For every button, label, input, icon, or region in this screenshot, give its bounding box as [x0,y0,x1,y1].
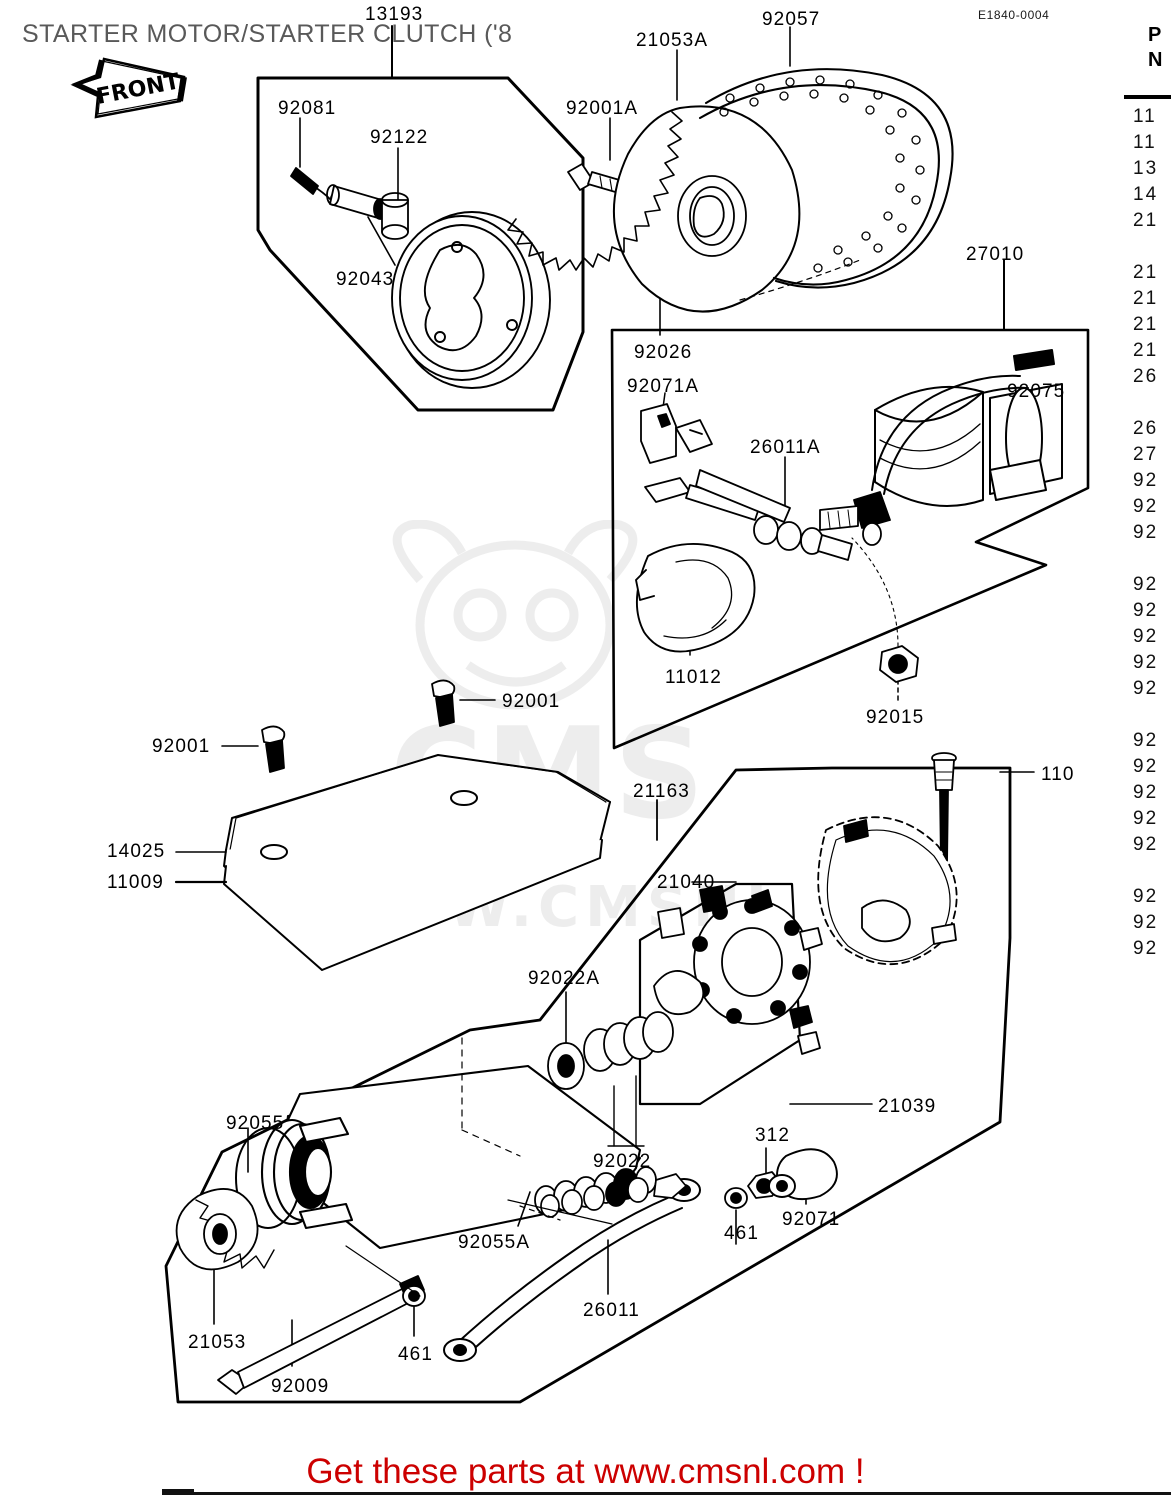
parts-list-row[interactable]: 92 [1133,730,1159,751]
part-callout-92001-left: 92001 [152,736,211,757]
parts-list-row[interactable]: 92 [1133,600,1159,621]
parts-list-row[interactable]: 92 [1133,678,1159,699]
parts-list-divider [1124,95,1171,99]
part-callout-92022: 92022 [593,1151,652,1172]
part-callout-14025: 14025 [107,841,166,862]
part-callout-92055: 92055 [226,1113,285,1134]
part-callout-92043: 92043 [336,269,395,290]
part-callout-92055A: 92055A [458,1232,531,1253]
parts-list-row[interactable]: 21 [1133,288,1159,309]
parts-list-row[interactable]: 92 [1133,522,1159,543]
parts-list-row[interactable]: 92 [1133,938,1159,959]
part-callout-11009: 11009 [107,872,164,893]
parts-list-row[interactable]: 92 [1133,886,1159,907]
parts-list-row[interactable]: 21 [1133,262,1159,283]
part-callout-461-left: 461 [398,1344,434,1365]
parts-list-row[interactable]: 21 [1133,210,1159,231]
parts-list-row[interactable]: 92 [1133,782,1159,803]
parts-list-row[interactable]: 92 [1133,574,1159,595]
parts-list-row[interactable]: 26 [1133,418,1159,439]
part-callout-92075: 92075 [1007,381,1066,402]
parts-list-row[interactable]: 13 [1133,158,1159,179]
parts-list-header-line1: P [1148,24,1162,46]
front-arrow-icon: FRONT [68,55,188,130]
parts-list-row[interactable]: 27 [1133,444,1159,465]
parts-list-row[interactable]: 26 [1133,366,1159,387]
parts-list-sidebar: P N 11 11 13 14 21 21 21 21 21 26 26 27 92 92 92 92 92 92… [1118,0,1171,1440]
parts-list-row[interactable]: 92 [1133,808,1159,829]
parts-list-row[interactable]: 92 [1133,626,1159,647]
part-callout-21039: 21039 [878,1096,937,1117]
part-callout-92122: 92122 [370,127,429,148]
parts-list-row[interactable]: 92 [1133,470,1159,491]
part-callout-21040: 21040 [657,872,716,893]
promo-footer: Get these parts at www.cmsnl.com ! [306,1452,865,1491]
part-callout-21053: 21053 [188,1332,247,1353]
part-callout-27010: 27010 [966,244,1025,265]
parts-list-row[interactable]: 14 [1133,184,1159,205]
part-callout-461-right: 461 [724,1223,760,1244]
part-callout-21163: 21163 [633,781,690,802]
parts-list-row[interactable]: 92 [1133,756,1159,777]
part-callout-92071A: 92071A [627,376,700,397]
parts-list-row[interactable]: 21 [1133,340,1159,361]
part-callout-92001A: 92001A [566,98,639,119]
parts-list-row[interactable]: 92 [1133,834,1159,855]
parts-list-row[interactable]: 21 [1133,314,1159,335]
part-callout-26011: 26011 [583,1300,640,1321]
part-callout-92015: 92015 [866,707,925,728]
document-code: E1840-0004 [978,8,1050,22]
part-callout-92081: 92081 [278,98,337,119]
part-callout-92009: 92009 [271,1376,330,1397]
footer-rule [162,1492,1171,1495]
part-callout-21053A: 21053A [636,30,709,51]
page-title: STARTER MOTOR/STARTER CLUTCH ('8 [22,20,513,48]
parts-list-row[interactable]: 11 [1133,106,1157,127]
exploded-parts-drawing [164,25,1090,1404]
parts-list-row[interactable]: 92 [1133,496,1159,517]
part-callout-312: 312 [755,1125,791,1146]
part-callout-13193: 13193 [365,4,424,25]
parts-list-row[interactable]: 92 [1133,652,1159,673]
parts-list-header-line2: N [1148,49,1163,71]
part-callout-110: 110 [1041,764,1075,785]
part-callout-92057: 92057 [762,9,821,30]
part-callout-92001-top: 92001 [502,691,561,712]
parts-list-row[interactable]: 11 [1133,132,1157,153]
part-callout-92026: 92026 [634,342,693,363]
part-callout-11012: 11012 [665,667,722,688]
part-callout-26011A: 26011A [750,437,821,458]
parts-list-row[interactable]: 92 [1133,912,1159,933]
part-callout-92022A: 92022A [528,968,601,989]
part-callout-92071: 92071 [782,1209,841,1230]
